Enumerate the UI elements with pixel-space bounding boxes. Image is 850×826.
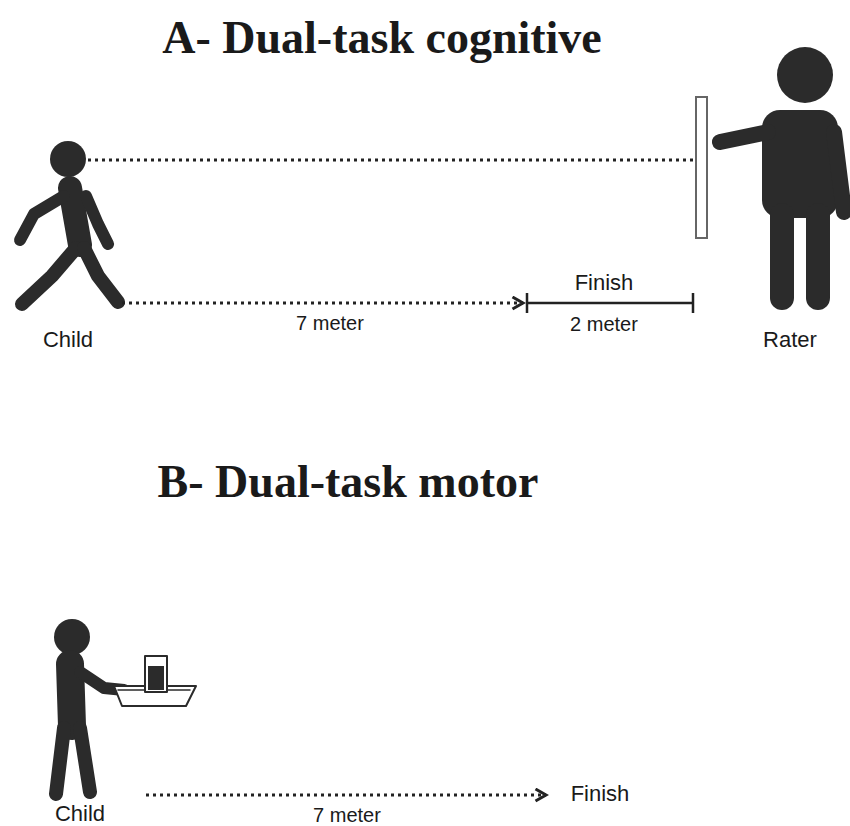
head [50, 141, 86, 177]
figure-label: Rater [763, 328, 817, 352]
arm [20, 196, 64, 240]
head [777, 47, 833, 103]
drink [148, 666, 164, 690]
child-figure [54, 619, 196, 794]
finish-label: Finish [571, 782, 630, 806]
glass [145, 656, 167, 692]
figure-label: Child [55, 802, 105, 826]
finish-label: Finish [575, 271, 634, 295]
distance-arrow [146, 794, 546, 797]
distance-label: 7 meter [313, 804, 381, 826]
arm [86, 196, 108, 244]
panel-title: A- Dual-task cognitive [162, 13, 602, 64]
leg [770, 215, 794, 298]
distance-label: 2 meter [570, 313, 638, 335]
arm [720, 132, 768, 142]
segment-tick [527, 293, 693, 313]
rater-figure [720, 47, 844, 298]
leg [22, 248, 76, 304]
distance-label: 7 meter [296, 312, 364, 334]
torso [70, 664, 72, 726]
leg [56, 728, 64, 794]
head [54, 619, 90, 655]
panel-title: B- Dual-task motor [158, 457, 539, 508]
distance-arrow [122, 302, 523, 305]
torso [70, 188, 80, 245]
figure-label: Child [43, 328, 93, 352]
leg [806, 215, 830, 298]
arm [834, 132, 844, 212]
screen [696, 97, 707, 238]
leg [80, 728, 90, 792]
finish-segment [526, 302, 693, 305]
sight-line [88, 159, 694, 162]
child-figure [20, 141, 118, 304]
leg [84, 248, 118, 302]
